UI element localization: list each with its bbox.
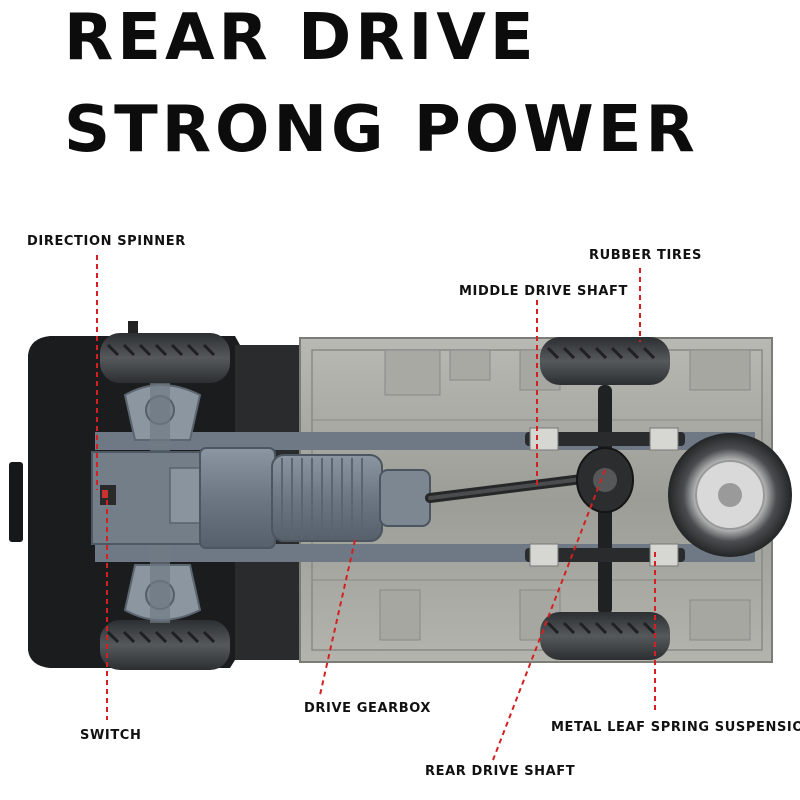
label-rear-drive-shaft: REAR DRIVE SHAFT <box>425 764 576 779</box>
rear-wheel-top <box>540 337 670 385</box>
leader-lines <box>96 255 656 761</box>
headline-line-1: REAR DRIVE <box>64 1 538 75</box>
middle-drive-shaft <box>425 473 595 503</box>
headline-line-2: STRONG POWER <box>64 93 699 167</box>
front-wheel-bottom <box>100 620 230 670</box>
drive-gearbox <box>199 447 431 549</box>
leaf-springs <box>525 427 685 567</box>
label-middle-drive-shaft: MIDDLE DRIVE SHAFT <box>459 284 629 299</box>
front-wheel-top <box>100 333 230 383</box>
label-metal-leaf-spring-suspension: METAL LEAF SPRING SUSPENSION <box>551 720 800 735</box>
rear-wheel-bottom <box>540 612 670 660</box>
label-drive-gearbox: DRIVE GEARBOX <box>304 701 432 716</box>
label-switch: SWITCH <box>80 728 142 743</box>
label-rubber-tires: RUBBER TIRES <box>589 248 702 263</box>
label-direction-spinner: DIRECTION SPINNER <box>27 234 186 249</box>
front-suspension <box>123 383 202 623</box>
switch-module <box>91 451 205 545</box>
spare-tire <box>668 433 792 557</box>
leader-rear-drive-shaft <box>492 469 606 761</box>
